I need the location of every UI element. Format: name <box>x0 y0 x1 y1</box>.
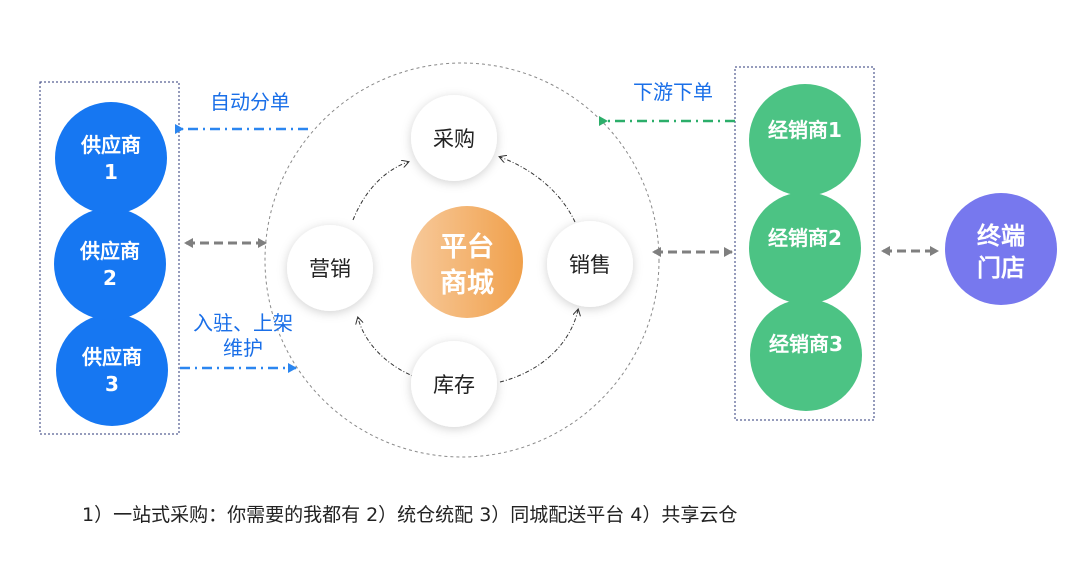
dealer-3: 经销商3 <box>750 299 862 411</box>
dealer-frame <box>734 66 875 421</box>
node-marketing: 营销 <box>287 225 373 311</box>
store-line2: 门店 <box>977 254 1025 282</box>
feature-3: 3）同城配送平台 <box>479 504 625 526</box>
supplier-1: 供应商 1 <box>55 102 167 214</box>
node-inventory-label: 库存 <box>433 373 475 397</box>
supplier-2-line1: 供应商 <box>79 239 140 263</box>
supplier-1-line1: 供应商 <box>80 133 141 157</box>
supplier-1-line2: 1 <box>104 160 118 184</box>
feature-4: 4）共享云仓 <box>630 504 738 526</box>
node-purchase: 采购 <box>411 95 497 181</box>
node-sales-label: 销售 <box>569 253 611 277</box>
supplier-3: 供应商 3 <box>56 314 168 426</box>
feature-2: 2）统仓统配 <box>366 504 474 526</box>
cycle-arc-marketing-purchase <box>352 162 408 221</box>
supplier-2-line2: 2 <box>103 266 117 290</box>
supplier-3-line2: 3 <box>105 372 119 396</box>
label-onboard-line1: 入驻、上架 <box>193 311 293 335</box>
node-purchase-label: 采购 <box>433 127 475 151</box>
label-auto-split: 自动分单 <box>210 90 290 114</box>
node-platform: 平台 商城 <box>411 206 523 318</box>
cycle-arc-inventory-sales <box>499 310 578 383</box>
platform-label-line2: 商城 <box>440 268 494 299</box>
dealer-1-label: 经销商1 <box>768 118 842 142</box>
dealer-1: 经销商1 <box>749 84 861 196</box>
label-onboard-line2: 维护 <box>223 336 263 360</box>
dealer-2: 经销商2 <box>749 192 861 304</box>
node-sales: 销售 <box>547 221 633 307</box>
dealer-3-label: 经销商3 <box>769 332 843 356</box>
supplier-3-line1: 供应商 <box>81 345 142 369</box>
dealer-2-label: 经销商2 <box>768 226 842 250</box>
label-downstream-order: 下游下单 <box>633 80 713 104</box>
node-inventory: 库存 <box>411 341 497 427</box>
store-line1: 终端 <box>977 222 1025 250</box>
platform-label-line1: 平台 <box>440 231 494 263</box>
node-marketing-label: 营销 <box>309 257 351 281</box>
feature-1: 1）一站式采购：你需要的我都有 <box>82 504 361 526</box>
cycle-arc-inventory-marketing <box>358 318 419 379</box>
node-store: 终端 门店 <box>945 193 1057 305</box>
platform-ring <box>264 62 660 458</box>
supplier-2: 供应商 2 <box>54 208 166 320</box>
supplier-frame <box>39 81 180 435</box>
cycle-arc-sales-purchase <box>500 157 576 223</box>
